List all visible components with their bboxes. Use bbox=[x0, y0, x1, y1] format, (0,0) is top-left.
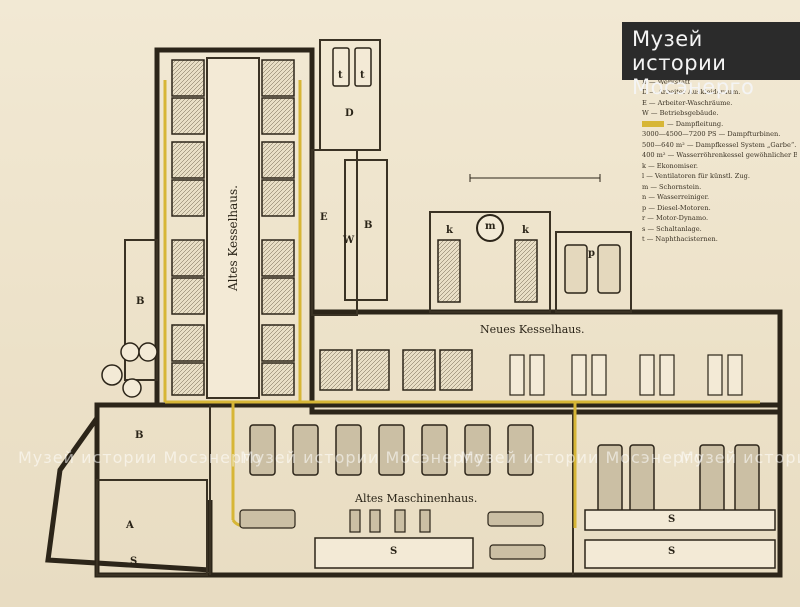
steam-lines bbox=[163, 80, 760, 528]
legend-item: 3000—4500—7200 PS — Dampfturbinen. bbox=[642, 129, 797, 140]
legend-item: k — Ekonomiser. bbox=[642, 161, 797, 172]
building-E-walls bbox=[311, 149, 358, 316]
new-boilers-garbe bbox=[319, 349, 473, 391]
legend-item: t — Naphthacisternen. bbox=[642, 234, 797, 245]
label-old-boilerhouse: Altes Kesselhaus. bbox=[226, 185, 240, 291]
legend-item-text: m — Schornstein. bbox=[642, 182, 702, 191]
old-boilerhouse-corridor bbox=[206, 57, 260, 399]
label-B-workshop: B bbox=[136, 296, 145, 307]
legend-item-text: 400 m² — Wasserröhrenkessel gewöhnlicher… bbox=[642, 151, 797, 159]
legend-item: l — Ventilatoren für künstl. Zug. bbox=[642, 171, 797, 182]
motor-dynamos bbox=[239, 509, 546, 560]
museum-logo: Музей истории Мосэнерго bbox=[622, 22, 800, 99]
label-k1: k bbox=[446, 225, 453, 236]
label-p: p bbox=[588, 248, 595, 259]
legend: A — Verwaltungsgebäude.B — Werkstatt.D —… bbox=[642, 66, 797, 245]
legend-item-text: B — Werkstatt. bbox=[642, 77, 693, 86]
label-D: D bbox=[345, 108, 354, 119]
legend-item: p — Diesel-Motoren. bbox=[642, 203, 797, 214]
economisers bbox=[437, 239, 538, 303]
label-new-boilerhouse: Neues Kesselhaus. bbox=[480, 323, 585, 336]
label-t2: t bbox=[360, 70, 365, 81]
label-old-machinehouse: Altes Maschinenhaus. bbox=[355, 492, 478, 505]
label-t1: t bbox=[338, 70, 343, 81]
legend-item-text: W — Betriebsgebäude. bbox=[642, 109, 719, 117]
logo-line-1: Музей истории bbox=[632, 27, 727, 75]
old-boilers-right bbox=[261, 59, 295, 396]
building-W-walls bbox=[344, 159, 388, 301]
diesel-building-walls bbox=[555, 231, 632, 313]
new-boilers-watertube bbox=[509, 354, 743, 396]
label-m: m bbox=[485, 221, 496, 232]
label-k2: k bbox=[522, 225, 529, 236]
legend-item: 500—640 m² — Dampfkessel System „Garbe“. bbox=[642, 140, 797, 151]
label-W: W bbox=[343, 235, 355, 246]
label-S4: S bbox=[130, 556, 138, 567]
legend-item: B — Werkstatt. bbox=[642, 77, 797, 88]
naphtha-cisterns bbox=[332, 47, 372, 87]
chimney bbox=[476, 214, 504, 242]
legend-item-text: n — Wasserreiniger. bbox=[642, 193, 710, 201]
watermark-text: Музей истории Мосэнерго bbox=[18, 448, 263, 467]
steam-line-swatch bbox=[642, 120, 664, 127]
diesel-motors bbox=[564, 244, 621, 294]
legend-item-text: s — Schaltanlage. bbox=[642, 224, 702, 233]
legend-item: s — Schaltanlage. bbox=[642, 224, 797, 235]
legend-item: 400 m² — Wasserröhrenkessel gewöhnlicher… bbox=[642, 150, 797, 161]
legend-item-text: k — Ekonomiser. bbox=[642, 161, 698, 170]
legend-item-text: 3000—4500—7200 PS — Dampfturbinen. bbox=[642, 130, 781, 138]
scale-bar bbox=[469, 174, 601, 182]
internal-walls bbox=[96, 39, 632, 576]
watermark-text: Музей истории Мосэнерго bbox=[460, 448, 705, 467]
legend-item-text: l — Ventilatoren für künstl. Zug. bbox=[642, 172, 750, 180]
legend-item-text: D — Arbeiter Auskleideraum. bbox=[642, 88, 741, 96]
legend-item: — Dampfleitung. bbox=[642, 119, 797, 130]
label-B-mid: B bbox=[364, 220, 373, 231]
workshop-B-walls bbox=[124, 239, 158, 381]
watermark-text: Музей истории Мосэнерго bbox=[240, 448, 485, 467]
legend-item-text: 500—640 m² — Dampfkessel System „Garbe“. bbox=[642, 140, 797, 149]
label-S2: S bbox=[668, 514, 676, 525]
switchgear bbox=[314, 509, 776, 569]
label-A: A bbox=[126, 520, 134, 531]
legend-item-text: t — Naphthacisternen. bbox=[642, 235, 718, 243]
building-A-walls bbox=[96, 479, 208, 576]
water-purifiers bbox=[101, 342, 158, 398]
old-boilers-left bbox=[171, 59, 205, 396]
legend-item: m — Schornstein. bbox=[642, 182, 797, 193]
legend-item-text: r — Motor-Dynamo. bbox=[642, 214, 709, 222]
legend-item: E — Arbeiter-Waschräume. bbox=[642, 98, 797, 109]
legend-item-text: — Dampfleitung. bbox=[667, 119, 724, 128]
watermark-text: Музей истории Мосэнерго bbox=[680, 448, 800, 467]
legend-item: r — Motor-Dynamo. bbox=[642, 213, 797, 224]
label-E: E bbox=[320, 212, 328, 223]
label-S3: S bbox=[668, 546, 676, 557]
new-turbines bbox=[597, 444, 760, 516]
legend-item: D — Arbeiter Auskleideraum. bbox=[642, 87, 797, 98]
logo-line-2: Мосэнерго bbox=[632, 75, 755, 99]
legend-item-text: p — Diesel-Motoren. bbox=[642, 203, 711, 212]
old-turbines bbox=[249, 424, 534, 476]
label-B-lower: B bbox=[135, 430, 144, 441]
legend-item: W — Betriebsgebäude. bbox=[642, 108, 797, 119]
legend-item-text: E — Arbeiter-Waschräume. bbox=[642, 98, 733, 107]
economiser-building-walls bbox=[429, 211, 551, 313]
legend-item: n — Wasserreiniger. bbox=[642, 192, 797, 203]
label-S1: S bbox=[390, 546, 398, 557]
